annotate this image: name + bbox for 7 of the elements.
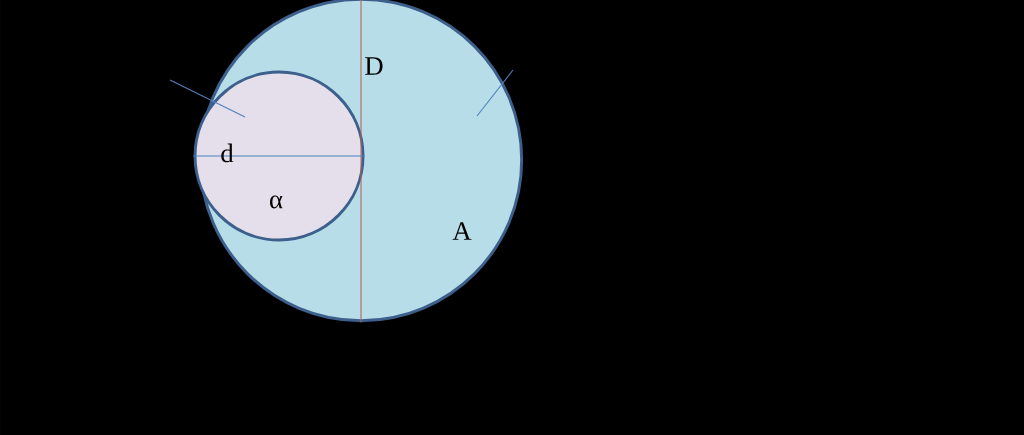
leader-line [169, 79, 246, 118]
leader-line [476, 69, 514, 117]
symbol-label: d [221, 143, 234, 163]
symbol-label: α [270, 195, 283, 209]
symbol-label: A [452, 222, 472, 240]
symbol-label: D [365, 57, 383, 75]
circle-shape [193, 70, 365, 242]
